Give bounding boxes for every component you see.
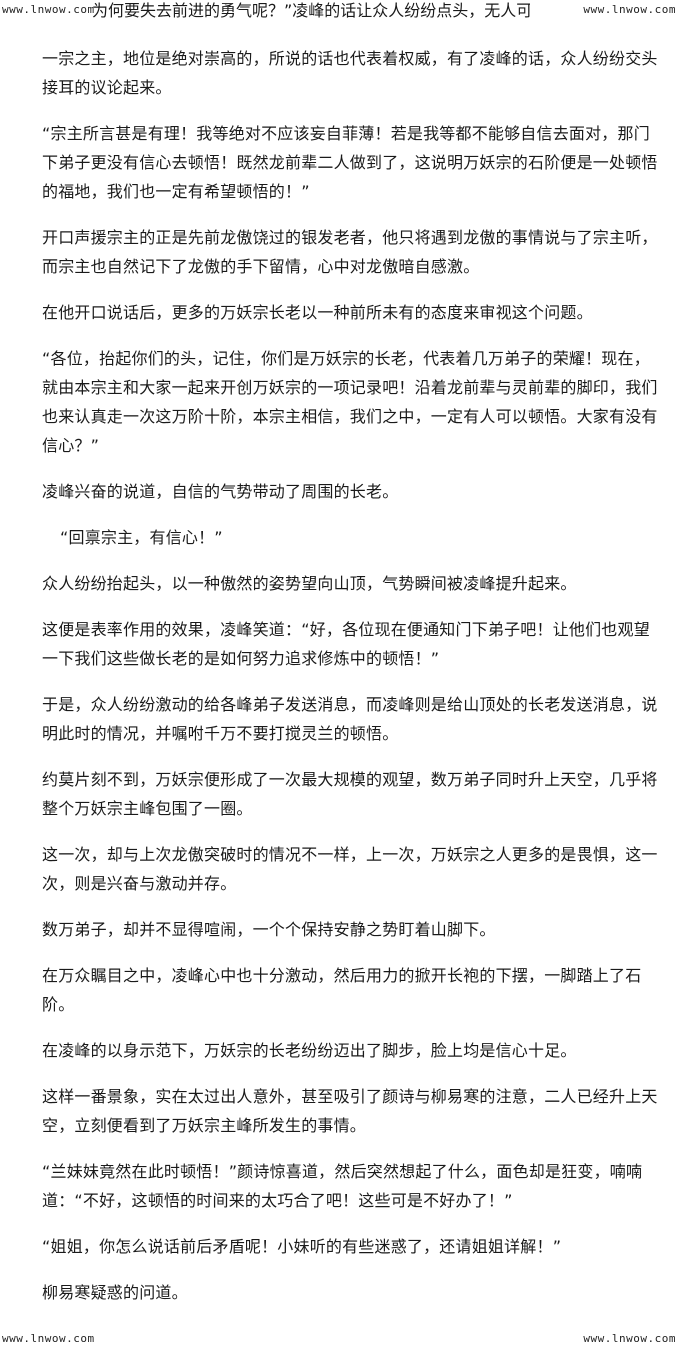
paragraph: 这样一番景象，实在太过出人意外，甚至吸引了颜诗与柳易寒的注意，二人已经升上天空，… — [42, 1087, 658, 1135]
paragraph: 一宗之主，地位是绝对崇高的，所说的话也代表着权威，有了凌峰的话，众人纷纷交头接耳… — [42, 49, 658, 97]
paragraph: “宗主所言甚是有理！我等绝对不应该妄自菲薄！若是我等都不能够自信去面对，那门下弟… — [42, 124, 658, 201]
paragraph: “姐姐，你怎么说话前后矛盾呢！小妹听的有些迷惑了，还请姐姐详解！” — [42, 1237, 562, 1256]
paragraph: 数万弟子，却并不显得喧闹，一个个保持安静之势盯着山脚下。 — [42, 920, 496, 939]
watermark-bottom-right: www.lnwow.com — [583, 1332, 676, 1345]
paragraph: 柳易寒疑惑的问道。 — [42, 1283, 188, 1302]
watermark-top-right: www.lnwow.com — [583, 3, 676, 16]
paragraph: 这便是表率作用的效果，凌峰笑道：“好，各位现在便通知门下弟子吧！让他们也观望一下… — [42, 620, 650, 668]
article-body: 一宗之主，地位是绝对崇高的，所说的话也代表着权威，有了凌峰的话，众人纷纷交头接耳… — [0, 44, 680, 1307]
paragraph: “兰妹妹竟然在此时顿悟！”颜诗惊喜道，然后突然想起了什么，面色却是狂变，喃喃道：… — [42, 1162, 643, 1210]
paragraph: 在万众瞩目之中，凌峰心中也十分激动，然后用力的掀开长袍的下摆，一脚踏上了石阶。 — [42, 966, 642, 1014]
paragraph: 凌峰兴奋的说道，自信的气势带动了周围的长老。 — [42, 482, 399, 501]
paragraph: 这一次，却与上次龙傲突破时的情况不一样，上一次，万妖宗之人更多的是畏惧，这一次，… — [42, 845, 658, 893]
paragraph: 在他开口说话后，更多的万妖宗长老以一种前所未有的态度来审视这个问题。 — [42, 303, 593, 322]
paragraph: 开口声援宗主的正是先前龙傲饶过的银发老者，他只将遇到龙傲的事情说与了宗主听，而宗… — [42, 228, 658, 276]
continued-paragraph-line: 为何要失去前进的勇气呢？”凌峰的话让众人纷纷点头，无人可以反驳。 — [92, 1, 530, 20]
paragraph: 在凌峰的以身示范下，万妖宗的长老纷纷迈出了脚步，脸上均是信心十足。 — [42, 1041, 577, 1060]
paragraph: “各位，抬起你们的头，记住，你们是万妖宗的长老，代表着几万弟子的荣耀！现在，就由… — [42, 349, 658, 455]
paragraph: 于是，众人纷纷激动的给各峰弟子发送消息，而凌峰则是给山顶处的长老发送消息，说明此… — [42, 695, 658, 743]
watermark-top-left: www.lnwow.com — [2, 3, 95, 16]
paragraph: 众人纷纷抬起头，以一种傲然的姿势望向山顶，气势瞬间被凌峰提升起来。 — [42, 574, 577, 593]
paragraph: 约莫片刻不到，万妖宗便形成了一次最大规模的观望，数万弟子同时升上天空，几乎将整个… — [42, 770, 658, 818]
paragraph: “回禀宗主，有信心！” — [60, 528, 223, 547]
watermark-bottom-left: www.lnwow.com — [2, 1332, 95, 1345]
